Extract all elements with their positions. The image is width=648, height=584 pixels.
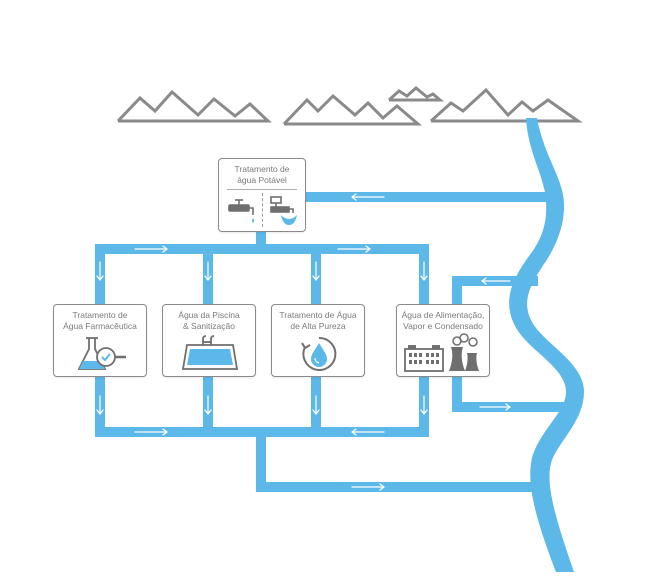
box-pharma-label: Tratamento de Água Farmacêutica (63, 310, 137, 331)
arrow-right-return (351, 483, 385, 491)
box-pool-water: Água da Piscina & Sanitização (162, 304, 256, 377)
river (509, 118, 584, 572)
water-cycle-drop-icon (301, 336, 337, 371)
arrow-down-6 (204, 395, 212, 415)
box-potable-water: Tratamento de água Potável (218, 158, 306, 232)
flow-arrows (96, 193, 511, 491)
pipe-steam-return (452, 402, 570, 412)
arrow-down-1 (96, 261, 104, 281)
divider (227, 189, 297, 190)
box-purity-label: Tratamento de Água de Alta Pureza (279, 310, 357, 331)
factory-icon (404, 345, 444, 372)
pipe-potable-down (256, 232, 266, 250)
box-pool-label: Água da Piscina & Sanitização (178, 310, 240, 331)
arrow-left-intake (351, 193, 385, 201)
filter-tap-icon (270, 196, 297, 225)
pool-icon (181, 335, 239, 370)
box-steam-water: Água de Alimentação, Vapor e Condensado (396, 304, 490, 377)
pipe-return-right (256, 482, 546, 492)
pipe-potable-intake (306, 192, 552, 202)
arrow-down-8 (420, 395, 428, 415)
cooling-tower-icon (449, 333, 479, 371)
arrow-down-7 (312, 395, 320, 415)
arrow-down-2 (204, 261, 212, 281)
mountain-left (116, 89, 272, 123)
arrow-left-steam-intake (481, 277, 511, 285)
box-purity-water: Tratamento de Água de Alta Pureza (271, 304, 365, 377)
flask-check-icon (77, 337, 126, 370)
faucet-icon (228, 199, 254, 223)
arrow-down-3 (312, 261, 320, 281)
pipe-return-down (256, 430, 266, 492)
mountain-small (387, 86, 445, 102)
arrow-down-5 (96, 395, 104, 415)
box-steam-label: Água de Alimentação, Vapor e Condensado (401, 310, 485, 331)
arrow-right-top-2 (337, 245, 371, 253)
arrow-left-bottom-2 (351, 428, 385, 436)
mountain-range (116, 86, 583, 126)
box-pharma-water: Tratamento de Água Farmacêutica (53, 304, 147, 377)
box-potable-label: Tratamento de água Potável (234, 164, 290, 185)
mountain-middle (282, 93, 423, 126)
mountain-right (429, 87, 583, 123)
arrow-right-bottom-1 (134, 428, 168, 436)
divider (262, 193, 264, 227)
arrow-right-top-1 (134, 245, 168, 253)
arrow-down-4 (420, 261, 428, 281)
arrow-right-steam-return (479, 403, 511, 411)
